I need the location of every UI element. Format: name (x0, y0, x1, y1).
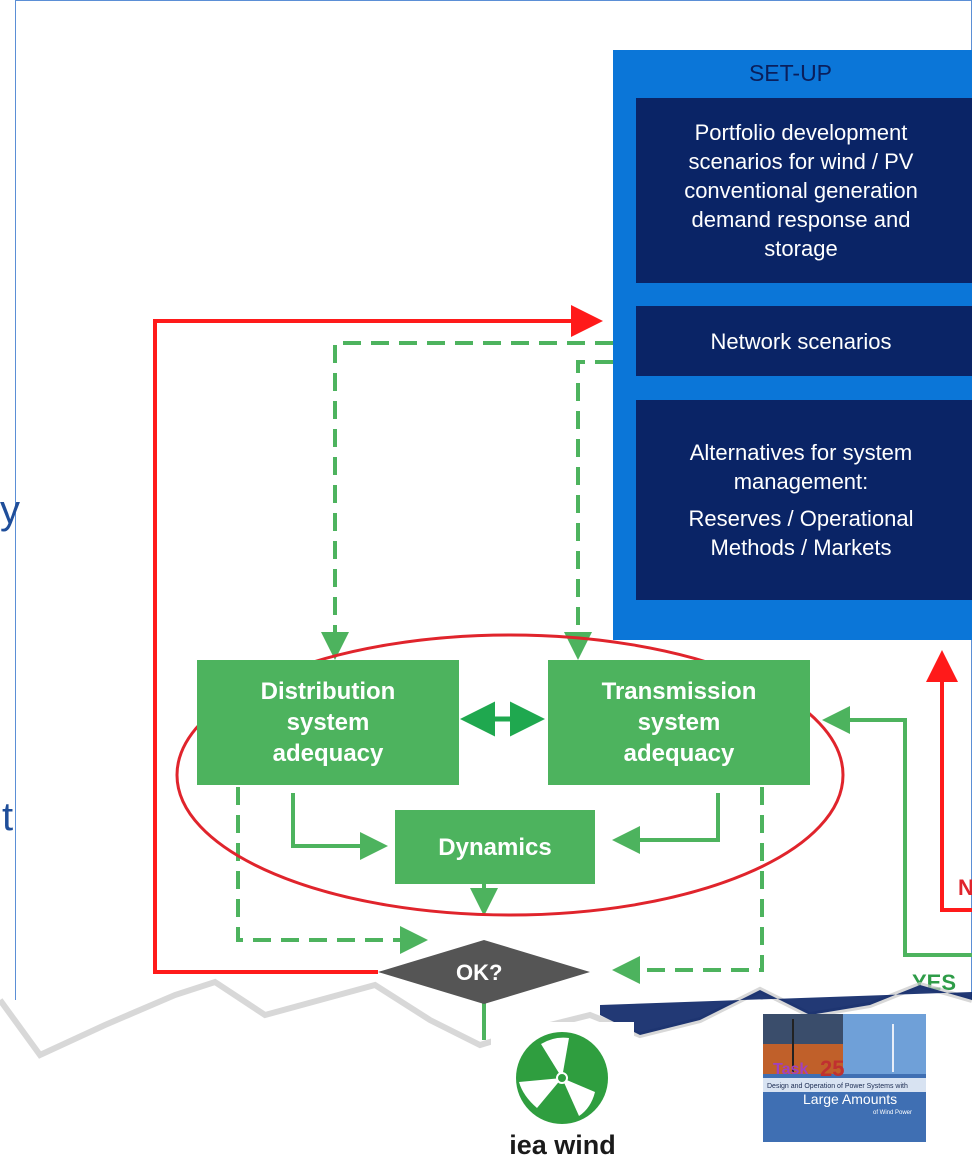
task-large: Large Amounts (803, 1091, 897, 1107)
decision-diamond (378, 940, 590, 1004)
no-loop-line (153, 305, 603, 974)
setup-title: SET-UP (748, 60, 833, 86)
transmission-line: Transmission (601, 678, 757, 705)
distribution-line: adequacy (272, 740, 384, 767)
no-label-right: N (958, 875, 972, 900)
dashed-to-distribution (321, 341, 613, 660)
transmission-line: system (637, 709, 721, 736)
dashed-to-transmission (564, 360, 613, 660)
task25-image: Task 25 Design and Operation of Power Sy… (763, 1014, 926, 1142)
portfolio-box: Portfolio development scenarios for wind… (636, 98, 972, 283)
portfolio-line: demand response and (691, 207, 911, 232)
dashed-transmission-to-ok (612, 787, 764, 984)
decision-label: OK? (456, 960, 503, 985)
iea-wind-logo: iea wind (491, 1022, 634, 1160)
dynamics-label: Dynamics (438, 833, 552, 861)
alternatives-box: Alternatives for system management: Rese… (636, 400, 972, 600)
task-small: of Wind Power (873, 1110, 912, 1116)
alternatives-line: management: (733, 469, 869, 494)
network-scenarios-box: Network scenarios (636, 306, 972, 376)
iea-wind-text: iea wind (509, 1130, 616, 1160)
reserves-line: Methods / Markets (710, 535, 892, 560)
transmission-to-dynamics (612, 793, 720, 854)
distribution-adequacy-box: Distribution system adequacy (197, 660, 459, 785)
portfolio-line: conventional generation (684, 178, 918, 203)
dashed-distribution-to-ok (236, 787, 428, 954)
yes-line (822, 706, 972, 957)
side-text-fragment-1: y (0, 488, 20, 532)
alternatives-line: Alternatives for system (689, 440, 913, 465)
transmission-line: adequacy (623, 740, 735, 767)
task-number: 25 (820, 1056, 844, 1081)
side-text-fragment-2: t (2, 795, 14, 839)
portfolio-line: scenarios for wind / PV (688, 149, 914, 174)
portfolio-line: storage (764, 236, 838, 261)
dynamics-box: Dynamics (395, 810, 595, 884)
distribution-to-dynamics (291, 793, 388, 860)
no-right-line (926, 650, 972, 912)
task-subtitle: Design and Operation of Power Systems wi… (767, 1083, 908, 1090)
adequacy-ellipse (175, 633, 845, 917)
transmission-adequacy-box: Transmission system adequacy (548, 660, 810, 785)
portfolio-line: Portfolio development (694, 120, 908, 145)
task-word: Task (773, 1061, 808, 1078)
wind-turbine-icon (516, 1032, 608, 1124)
setup-panel: SET-UP Portfolio development scenarios f… (613, 50, 972, 640)
reserves-line: Reserves / Operational (688, 506, 914, 531)
distribution-line: system (286, 709, 370, 736)
task25-logo: Task 25 Design and Operation of Power Sy… (763, 1014, 926, 1142)
network-scenarios-label: Network scenarios (710, 328, 892, 354)
distribution-line: Distribution (260, 678, 396, 705)
